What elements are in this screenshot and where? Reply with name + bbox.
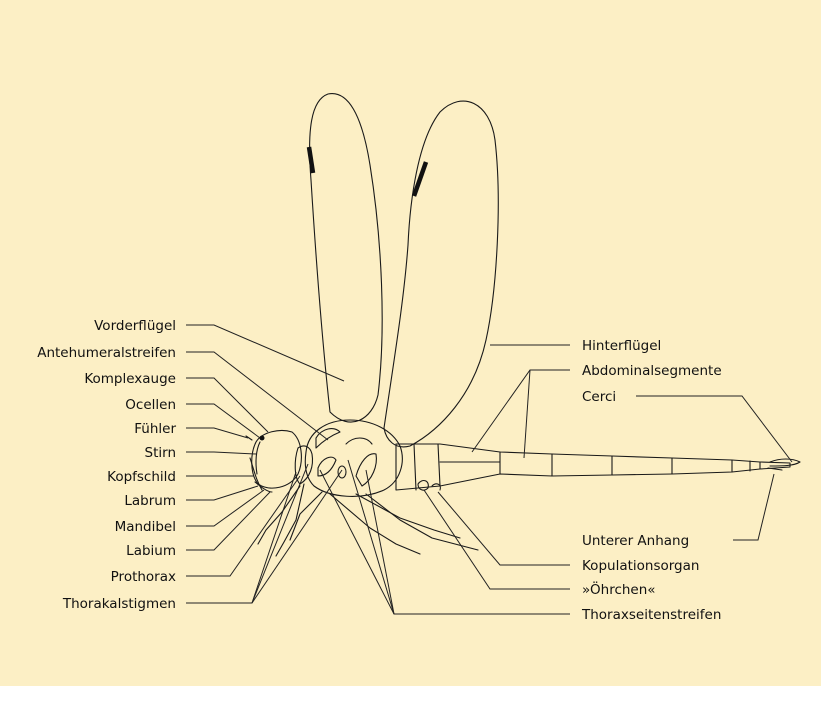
thoracic-spiracle (338, 466, 346, 478)
label-labium: Labium (126, 543, 176, 559)
label-labrum: Labrum (124, 493, 176, 509)
thorax-side-stripe-1 (318, 457, 336, 476)
label-stirn: Stirn (145, 445, 176, 461)
label-antehumeralstreifen: Antehumeralstreifen (37, 345, 176, 361)
abdomen-segment (414, 444, 416, 490)
label-hinterfluegel: Hinterflügel (582, 338, 661, 354)
abdomen-segment (438, 444, 440, 486)
antehumeral-stripe (316, 429, 340, 448)
ocellus (260, 436, 265, 441)
hindwing-pterostigma (414, 162, 426, 196)
thorax (305, 420, 402, 496)
midleg (290, 492, 322, 540)
abdomen (396, 444, 790, 490)
label-fuehler: Fühler (134, 421, 176, 437)
label-kopulationsorgan: Kopulationsorgan (582, 558, 699, 574)
label-oehrchen: »Öhrchen« (582, 580, 656, 598)
hindleg (366, 494, 478, 550)
label-thoraxseitenstreifen: Thoraxseitenstreifen (581, 607, 721, 623)
label-unterer-anhang: Unterer Anhang (582, 533, 689, 549)
auricle (418, 481, 428, 491)
label-thorakalstigmen: Thorakalstigmen (62, 596, 176, 612)
label-abdominalsegmente: Abdominalsegmente (582, 363, 722, 379)
forewing (310, 94, 383, 422)
hindwing (384, 101, 498, 447)
label-vorderfluegel: Vorderflügel (94, 318, 176, 334)
thorax-dorsal-line (346, 438, 372, 444)
labels-right: Hinterflügel Abdominalsegmente Cerci Unt… (581, 338, 722, 623)
forewing-pterostigma (309, 147, 313, 173)
labels-left: Vorderflügel Antehumeralstreifen Komplex… (37, 318, 176, 612)
label-komplexauge: Komplexauge (84, 371, 176, 387)
label-prothorax: Prothorax (111, 569, 176, 585)
thorax-side-stripe-2 (356, 454, 376, 486)
face-line (256, 442, 260, 474)
label-ocellen: Ocellen (125, 397, 176, 413)
label-mandibel: Mandibel (115, 519, 176, 535)
label-kopfschild: Kopfschild (107, 469, 176, 485)
label-cerci: Cerci (582, 389, 616, 405)
